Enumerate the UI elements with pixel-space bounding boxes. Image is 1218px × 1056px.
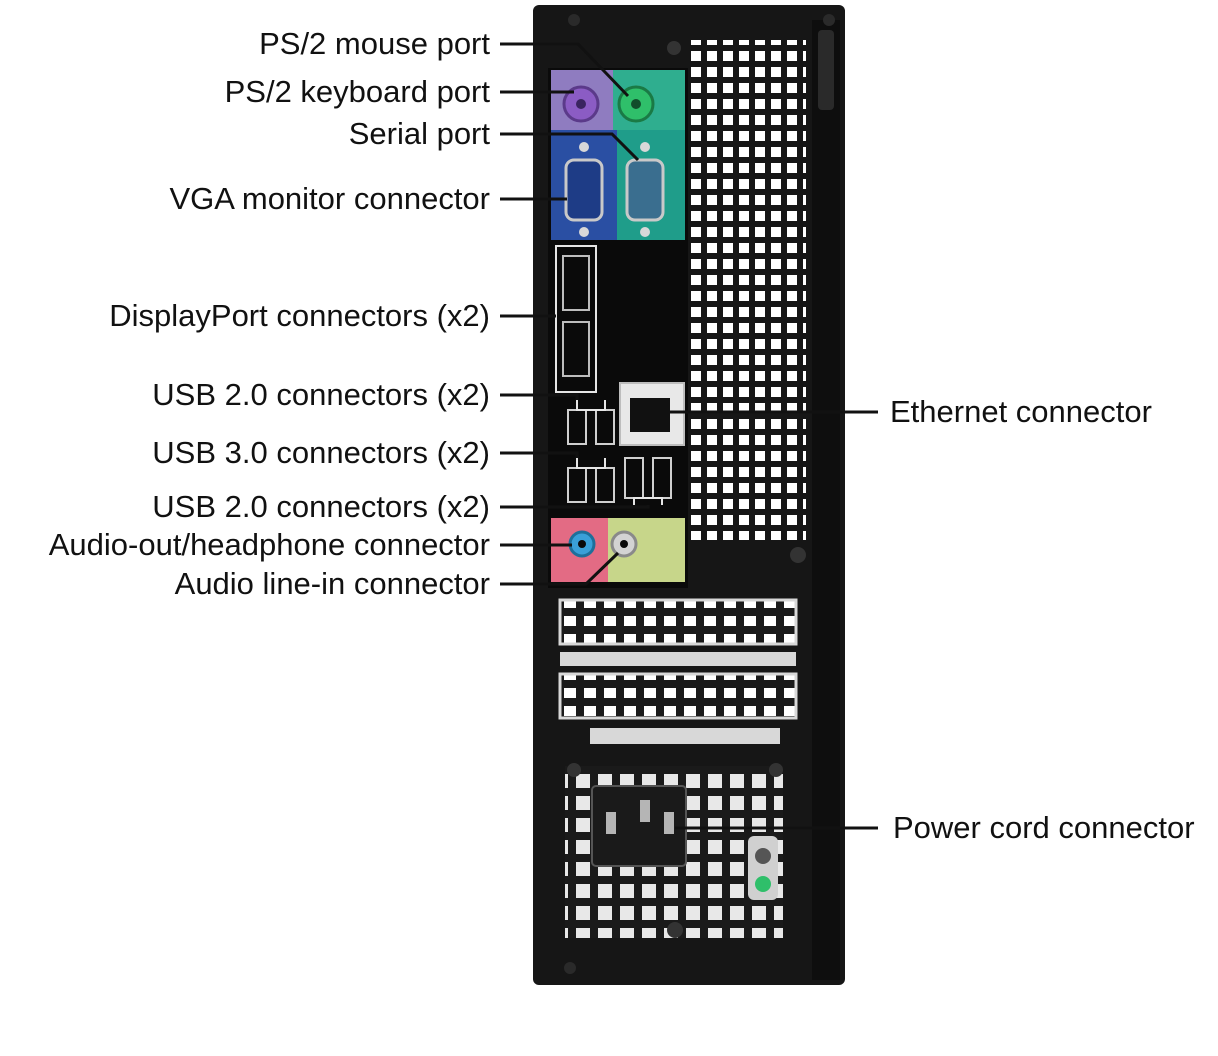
serial-port-icon	[625, 158, 665, 222]
usb30-2-icon	[595, 467, 615, 503]
usb20-top-1-icon	[567, 409, 587, 445]
usb20-bottom-2-icon	[652, 457, 672, 499]
leader-ps2-mouse	[500, 42, 630, 98]
label-ps2-keyboard-port: PS/2 keyboard port	[224, 74, 490, 109]
usb20-top-2-icon	[595, 409, 615, 445]
usb30-1-icon	[567, 467, 587, 503]
label-vga-connector: VGA monitor connector	[169, 181, 491, 216]
leader-usb30	[500, 451, 579, 458]
vent-grille	[688, 40, 806, 540]
leader-serial	[500, 132, 640, 162]
label-usb30: USB 3.0 connectors (x2)	[152, 435, 490, 470]
label-ps2-mouse-port: PS/2 mouse port	[259, 26, 490, 61]
label-power-cord-connector: Power cord connector	[893, 810, 1195, 845]
power-socket-icon	[591, 785, 687, 867]
label-ethernet-connector: Ethernet connector	[890, 394, 1152, 429]
label-usb20-top: USB 2.0 connectors (x2)	[152, 377, 490, 412]
label-audio-line-in: Audio line-in connector	[174, 566, 490, 601]
vga-port-icon	[564, 158, 604, 222]
chassis-right-rail	[812, 20, 840, 980]
label-serial-port: Serial port	[348, 116, 490, 151]
usb20-bottom-1-icon	[624, 457, 644, 499]
leader-usb20-bottom	[500, 505, 650, 509]
displayport-2-icon	[562, 321, 590, 377]
label-audio-out: Audio-out/headphone connector	[48, 527, 490, 562]
label-usb20-bottom: USB 2.0 connectors (x2)	[152, 489, 490, 524]
leader-usb20-top	[500, 393, 579, 400]
label-displayport-connectors: DisplayPort connectors (x2)	[109, 298, 490, 333]
leader-audio-in	[500, 551, 620, 586]
expansion-slot-2	[558, 672, 798, 720]
displayport-1-icon	[562, 255, 590, 311]
expansion-slot-1	[558, 598, 798, 646]
